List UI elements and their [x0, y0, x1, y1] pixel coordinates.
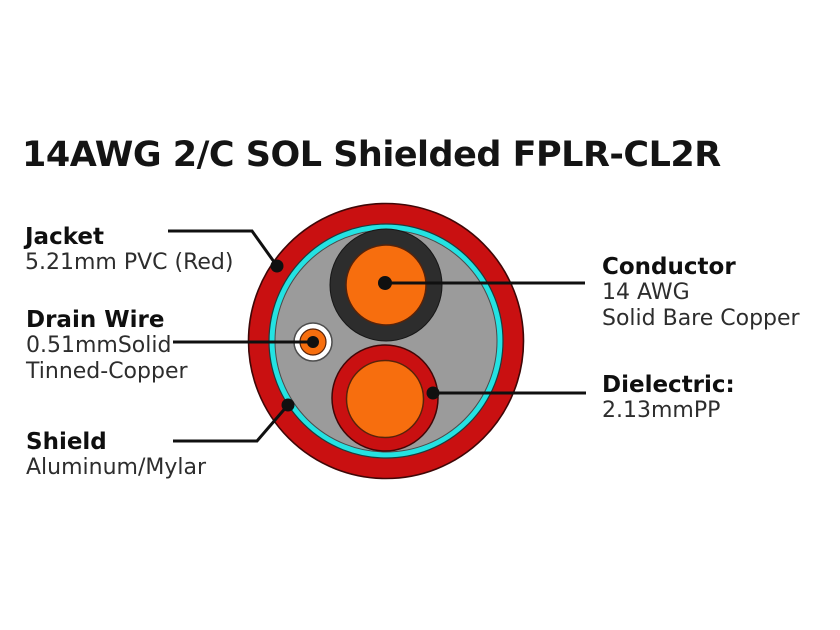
dielectric-label-title: Dielectric: [602, 372, 735, 398]
shield-leader-dot [281, 398, 295, 412]
dielectric-core [345, 359, 425, 439]
drain-wire-label: Drain Wire 0.51mmSolid Tinned-Copper [26, 307, 188, 385]
drain-wire-leader-dot [307, 336, 319, 348]
jacket-label: Jacket 5.21mm PVC (Red) [25, 224, 233, 276]
dielectric-label: Dielectric: 2.13mmPP [602, 372, 735, 424]
drain-wire-label-title: Drain Wire [26, 307, 165, 333]
shield-label: Shield Aluminum/Mylar [26, 429, 206, 481]
dielectric-leader-dot [426, 386, 440, 400]
conductor-label-desc-2: Solid Bare Copper [602, 306, 800, 331]
jacket-leader-line [168, 229, 279, 267]
jacket-label-desc: 5.21mm PVC (Red) [25, 250, 234, 275]
conductor-label: Conductor 14 AWG Solid Bare Copper [602, 254, 800, 332]
jacket-leader-dot [270, 259, 284, 273]
shield-label-title: Shield [26, 429, 107, 455]
shield-label-desc: Aluminum/Mylar [26, 455, 207, 480]
conductor-label-title: Conductor [602, 254, 736, 280]
drain-wire-label-desc-1: 0.51mmSolid [26, 333, 172, 358]
page-title: 14AWG 2/C SOL Shielded FPLR-CL2R [22, 135, 721, 175]
conductor-leader-dot [378, 276, 392, 290]
drain-wire-label-desc-2: Tinned-Copper [26, 359, 188, 384]
conductor-label-desc-1: 14 AWG [602, 280, 690, 305]
shield-leader-line [173, 404, 290, 443]
jacket-label-title: Jacket [25, 224, 104, 250]
dielectric-label-desc: 2.13mmPP [602, 398, 721, 423]
